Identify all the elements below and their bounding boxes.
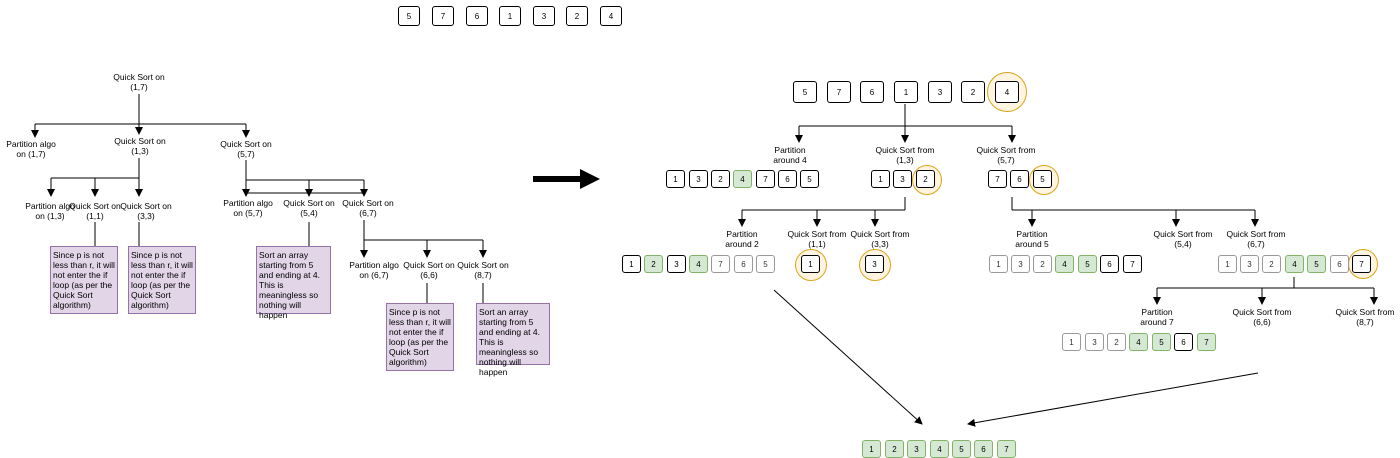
array-cell: 6 bbox=[1174, 333, 1193, 351]
array-cell-pivot: 7 bbox=[1352, 255, 1371, 273]
big-arrow-shaft bbox=[533, 176, 583, 182]
node-partition-around-5: Partition around 5 bbox=[1015, 229, 1049, 249]
node-partition-5-7: Partition algo on (5,7) bbox=[223, 198, 273, 218]
array-cell: 7 bbox=[711, 255, 730, 273]
node-partition-6-7: Partition algo on (6,7) bbox=[349, 260, 399, 280]
array-cell: 6 bbox=[1100, 255, 1119, 273]
array-cell: 1 bbox=[989, 255, 1008, 273]
array-cell-pivot: 2 bbox=[916, 170, 935, 188]
array-cell: 7 bbox=[988, 170, 1007, 188]
final-cell: 3 bbox=[907, 440, 926, 458]
note-qs-6-6: Since p is not less than r, it will not … bbox=[386, 303, 454, 371]
array-cell-pivot: 2 bbox=[644, 255, 663, 273]
node-qs-6-7: Quick Sort on (6,7) bbox=[342, 198, 394, 218]
note-qs-1-1: Since p is not less than r, it will not … bbox=[50, 246, 118, 314]
note-qs-5-4: Sort an array starting from 5 and ending… bbox=[256, 246, 331, 320]
array-cell-sorted: 4 bbox=[1129, 333, 1148, 351]
node-qs-from-5-7: Quick Sort from (5,7) bbox=[976, 145, 1036, 165]
array-cell: 5 bbox=[793, 81, 817, 103]
node-qs-from-6-6: Quick Sort from (6,6) bbox=[1232, 307, 1292, 327]
node-qs-1-1: Quick Sort on (1,1) bbox=[69, 201, 121, 221]
array-cell: 7 bbox=[1123, 255, 1142, 273]
array-cell-sorted: 5 bbox=[1152, 333, 1171, 351]
top-array-cell: 6 bbox=[466, 6, 488, 26]
array-cell: 2 bbox=[961, 81, 985, 103]
array-cell: 7 bbox=[756, 170, 775, 188]
top-array-cell: 3 bbox=[533, 6, 555, 26]
array-cell: 1 bbox=[1218, 255, 1237, 273]
final-cell: 2 bbox=[885, 440, 904, 458]
node-qs-from-1-3: Quick Sort from (1,3) bbox=[875, 145, 935, 165]
array-cell: 3 bbox=[893, 170, 912, 188]
qs33-cell: 3 bbox=[865, 255, 884, 273]
node-qs-from-3-3: Quick Sort from (3,3) bbox=[850, 229, 910, 249]
array-cell-pivot: 7 bbox=[1197, 333, 1216, 351]
node-partition-1-3: Partition algo on (1,3) bbox=[25, 201, 75, 221]
array-cell: 3 bbox=[1085, 333, 1104, 351]
array-cell-sorted: 4 bbox=[1055, 255, 1074, 273]
node-qs-from-1-1: Quick Sort from (1,1) bbox=[787, 229, 847, 249]
note-qs-8-7: Sort an array starting from 5 and ending… bbox=[476, 303, 550, 377]
array-cell-pivot: 5 bbox=[1078, 255, 1097, 273]
array-cell: 1 bbox=[622, 255, 641, 273]
array-cell: 2 bbox=[711, 170, 730, 188]
array-cell: 5 bbox=[756, 255, 775, 273]
final-cell: 5 bbox=[952, 440, 971, 458]
node-qs-3-3: Quick Sort on (3,3) bbox=[120, 201, 172, 221]
array-cell: 1 bbox=[1062, 333, 1081, 351]
top-array-cell: 1 bbox=[499, 6, 521, 26]
array-cell: 6 bbox=[734, 255, 753, 273]
array-cell-pivot: 4 bbox=[733, 170, 752, 188]
node-qs-from-8-7: Quick Sort from (8,7) bbox=[1335, 307, 1395, 327]
array-cell-sorted: 4 bbox=[689, 255, 708, 273]
node-qs-from-5-4: Quick Sort from (5,4) bbox=[1153, 229, 1213, 249]
array-cell: 6 bbox=[1010, 170, 1029, 188]
final-cell: 1 bbox=[862, 440, 881, 458]
node-qs-1-3: Quick Sort on (1,3) bbox=[114, 136, 166, 156]
final-cell: 4 bbox=[930, 440, 949, 458]
array-cell: 6 bbox=[778, 170, 797, 188]
node-qs-6-6: Quick Sort on (6,6) bbox=[403, 260, 455, 280]
top-array-cell: 4 bbox=[600, 6, 622, 26]
top-array-cell: 5 bbox=[398, 6, 420, 26]
top-array-cell: 2 bbox=[566, 6, 588, 26]
array-cell: 3 bbox=[689, 170, 708, 188]
node-qs-5-4: Quick Sort on (5,4) bbox=[283, 198, 335, 218]
array-cell: 3 bbox=[667, 255, 686, 273]
qs11-cell: 1 bbox=[801, 255, 820, 273]
node-partition-around-4: Partition around 4 bbox=[773, 145, 807, 165]
array-cell: 3 bbox=[1011, 255, 1030, 273]
node-partition-1-7: Partition algo on (1,7) bbox=[6, 139, 56, 159]
node-qs-8-7: Quick Sort on (8,7) bbox=[457, 260, 509, 280]
array-cell: 6 bbox=[1330, 255, 1349, 273]
array-cell: 3 bbox=[928, 81, 952, 103]
array-cell-pivot: 4 bbox=[995, 81, 1019, 103]
array-cell-sorted: 4 bbox=[1285, 255, 1304, 273]
array-cell: 1 bbox=[871, 170, 890, 188]
array-cell: 1 bbox=[894, 81, 918, 103]
node-qs-from-6-7: Quick Sort from (6,7) bbox=[1226, 229, 1286, 249]
node-partition-around-2: Partition around 2 bbox=[725, 229, 759, 249]
note-qs-3-3: Since p is not less than r, it will not … bbox=[128, 246, 196, 314]
array-cell: 2 bbox=[1262, 255, 1281, 273]
array-cell-sorted: 5 bbox=[1307, 255, 1326, 273]
array-cell: 5 bbox=[800, 170, 819, 188]
array-cell: 2 bbox=[1033, 255, 1052, 273]
final-cell: 7 bbox=[997, 440, 1016, 458]
node-root: Quick Sort on (1,7) bbox=[113, 72, 165, 92]
node-qs-5-7: Quick Sort on (5,7) bbox=[220, 139, 272, 159]
array-cell: 3 bbox=[1240, 255, 1259, 273]
final-cell: 6 bbox=[974, 440, 993, 458]
top-array-cell: 7 bbox=[432, 6, 454, 26]
array-cell: 7 bbox=[827, 81, 851, 103]
array-cell-pivot: 5 bbox=[1033, 170, 1052, 188]
array-cell: 2 bbox=[1107, 333, 1126, 351]
big-arrow-head bbox=[580, 169, 600, 189]
array-cell: 1 bbox=[666, 170, 685, 188]
array-cell: 6 bbox=[860, 81, 884, 103]
node-partition-around-7: Partition around 7 bbox=[1140, 307, 1174, 327]
